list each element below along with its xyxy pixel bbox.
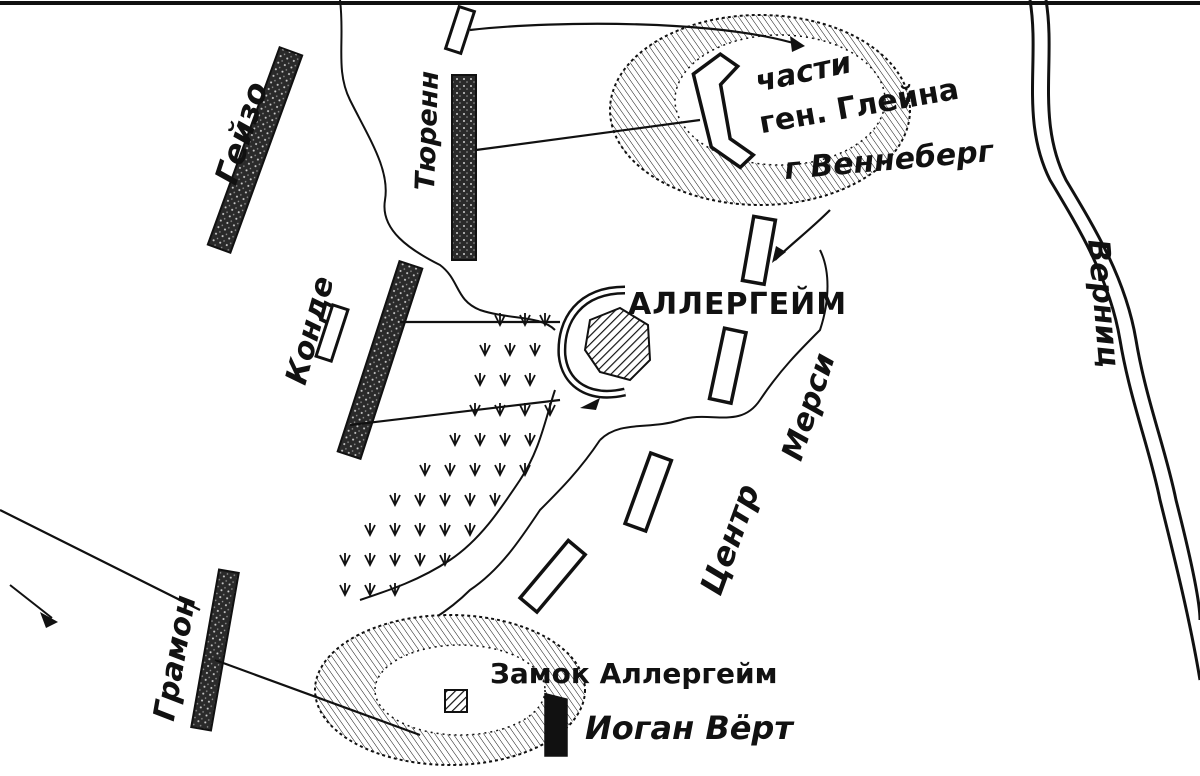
unit-wenneberg-corps [740,214,778,287]
unit-gleen [691,51,757,170]
unit-gramont [190,568,240,732]
unit-center-1 [622,450,674,534]
arrow-left [9,584,53,619]
label-allerheim: АЛЛЕРГЕЙМ [628,287,848,322]
unit-center-2 [517,538,588,615]
arrowheads [40,36,805,628]
marsh-area [339,313,556,598]
unit-turenne [451,74,477,261]
attack-lines [0,22,831,737]
unit-conde-small [314,302,350,364]
label-werth: Иоган Вёрт [585,709,793,747]
label-castle: Замок Аллергейм [490,657,778,690]
unit-conde [336,259,424,461]
unit-mercy-1 [707,326,749,406]
imperial-units [517,51,778,757]
castle-icon [444,689,468,713]
village-allerheim [583,306,652,382]
label-turenne: Тюренн [410,70,446,192]
river-wornitz [1028,0,1200,681]
stream-lines [339,0,829,641]
unit-werth [544,692,568,757]
unit-allerheim-arc [557,285,627,399]
unit-geizo [206,45,304,255]
french-units [190,4,477,732]
unit-turenne-small [443,4,477,56]
